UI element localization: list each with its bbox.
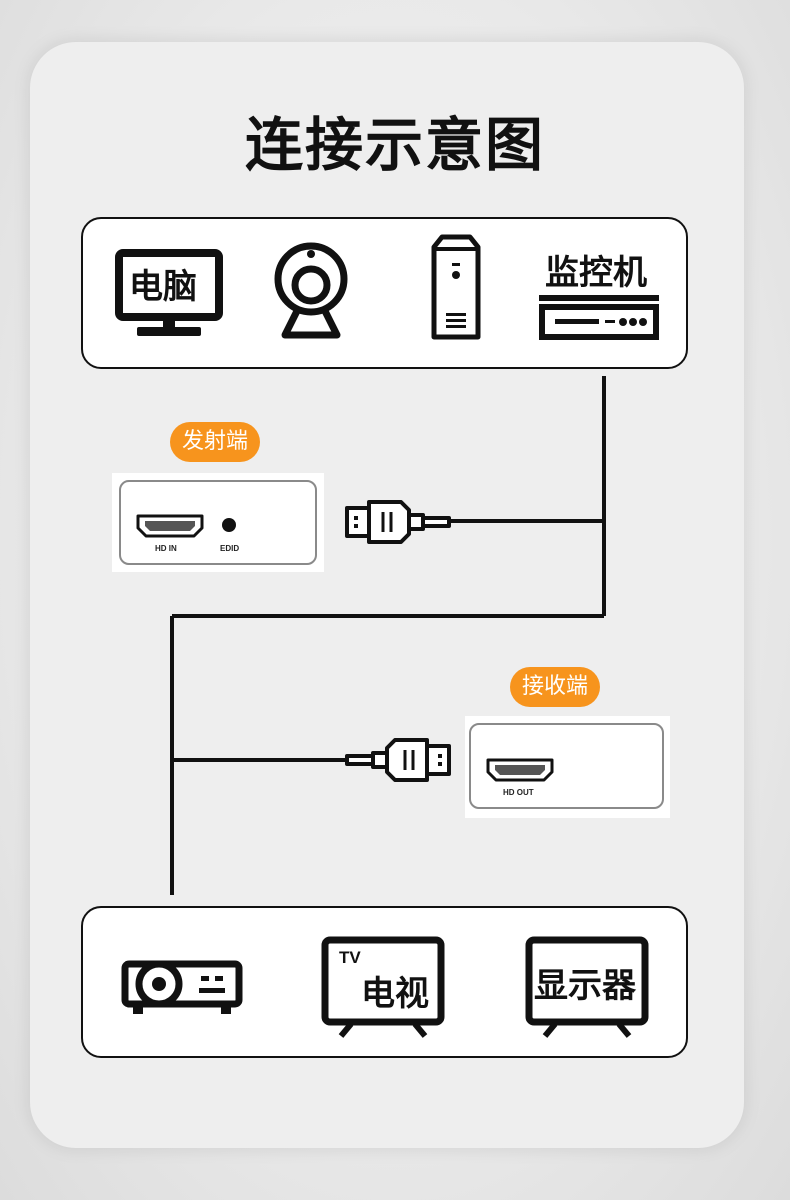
hd-out-label: HD OUT (503, 788, 534, 797)
transmitter-module: HD IN EDID (112, 473, 324, 572)
source-devices-panel: 电脑 监控机 (81, 217, 688, 369)
display-devices-panel: TV 电视 显示器 (81, 906, 688, 1058)
display-label: 显示器 (534, 966, 636, 1006)
edid-button-icon (222, 518, 236, 532)
tv-small-label: TV (339, 948, 361, 967)
hdmi-plug-icon (345, 738, 451, 782)
display-icon (525, 936, 649, 1038)
projector-icon (121, 960, 243, 1014)
surveillance-recorder-icon (539, 295, 659, 340)
transmitter-badge: 发射端 (170, 422, 261, 462)
receiver-badge: 接收端 (510, 667, 601, 707)
tv-label: 电视 (361, 974, 429, 1014)
hdmi-port-icon (136, 514, 204, 538)
hdmi-plug-icon (345, 500, 451, 544)
desktop-tower-icon (431, 234, 481, 340)
receiver-module: HD OUT (465, 716, 670, 818)
hdmi-port-icon (486, 758, 554, 782)
monitor-host-label: 监控机 (545, 253, 647, 293)
hd-in-label: HD IN (155, 544, 177, 553)
tv-icon (321, 936, 445, 1038)
computer-icon (115, 249, 223, 336)
edid-label: EDID (220, 544, 240, 553)
computer-label: 电脑 (129, 267, 197, 307)
webcam-icon (274, 242, 348, 339)
page-title: 连接示意图 (244, 111, 545, 179)
